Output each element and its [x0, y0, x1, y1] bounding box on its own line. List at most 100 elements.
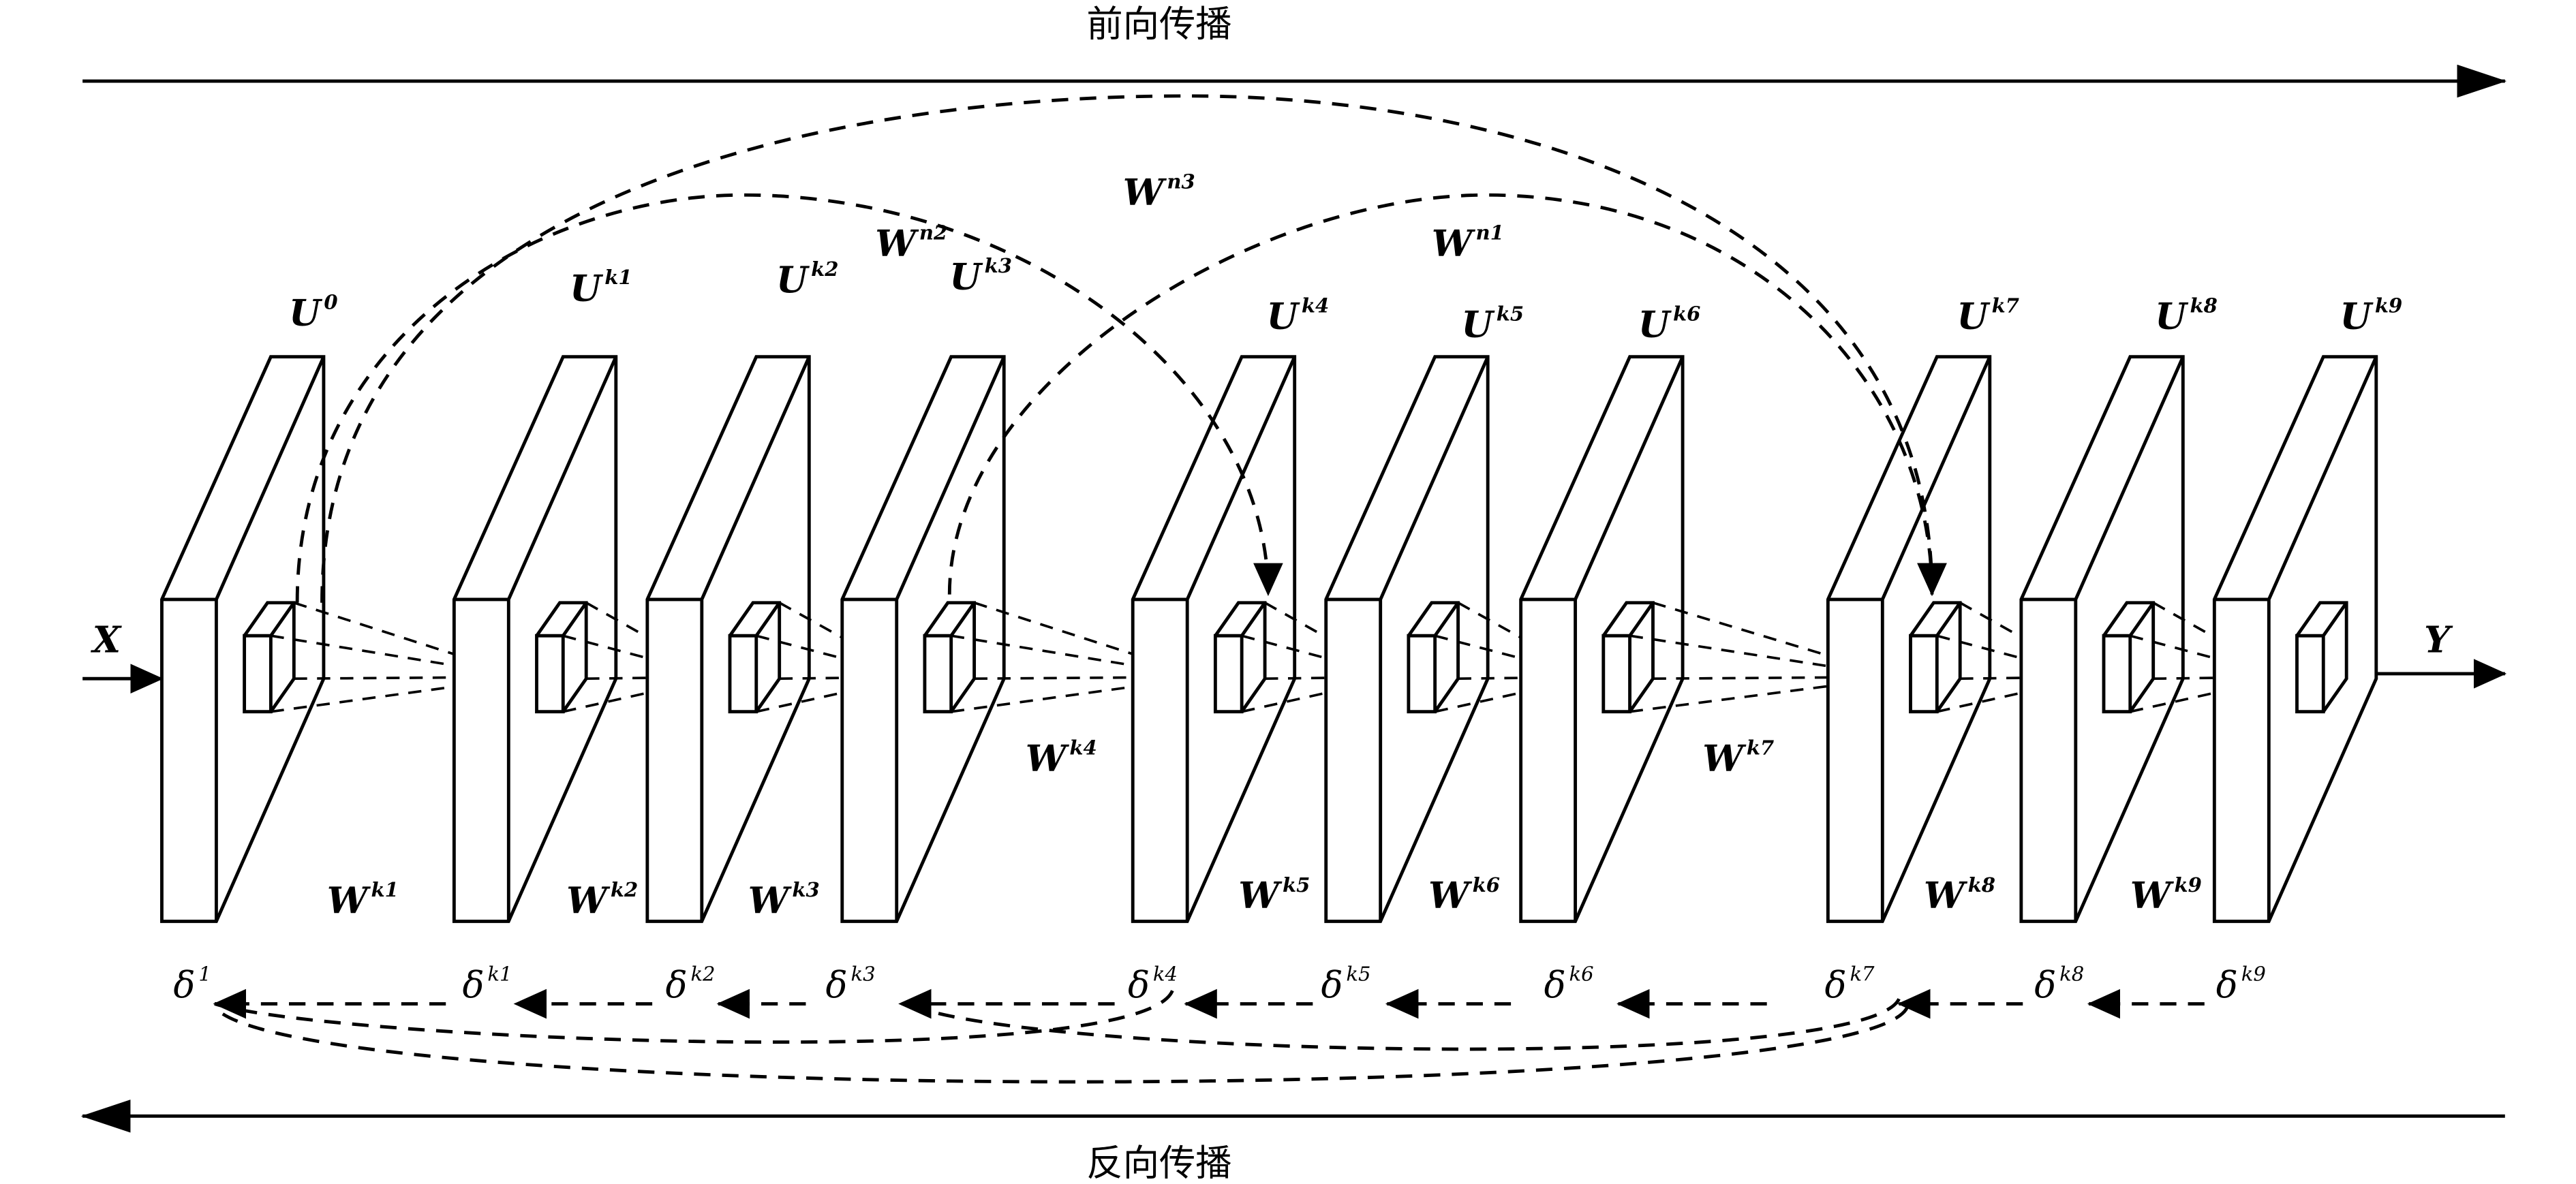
error-delta-label-base: δ: [173, 964, 195, 1006]
kernel-box: [2295, 601, 2348, 714]
layer-label-base: U: [1638, 303, 1672, 346]
feature-map-layer: [1826, 355, 2093, 923]
error-delta-label-base: δ: [666, 964, 688, 1006]
skip-weight-label-base: W: [875, 222, 919, 265]
error-delta-label-sup: 1: [198, 963, 211, 986]
receptive-field-line: [562, 676, 719, 713]
layer-label-sup: k2: [811, 258, 838, 281]
error-delta-label-base: δ: [826, 964, 848, 1006]
feature-map-layer: [1519, 355, 1900, 923]
receptive-field-line: [2130, 676, 2286, 713]
weight-label-base: W: [1702, 737, 1747, 780]
receptive-field-line: [1936, 634, 2093, 679]
layer-label-base: U: [289, 292, 323, 334]
receptive-field-line: [974, 602, 1204, 679]
skip-weight-label-base: W: [1432, 222, 1476, 265]
error-delta-label-sup: k3: [850, 963, 875, 986]
layer-label-base: U: [1267, 295, 1301, 338]
weight-label-base: W: [748, 879, 793, 922]
kernel-box: [728, 601, 782, 714]
back-arc-k7-to-1: [217, 1006, 1909, 1084]
receptive-field-line: [562, 634, 719, 679]
weight-label-sup: k2: [611, 878, 638, 901]
back-arc-k7-to-k3: [907, 998, 1901, 1051]
error-delta-label-sup: k2: [690, 963, 715, 986]
feature-map-layer: [2019, 355, 2286, 923]
back-arc-k4-to-1: [214, 990, 1174, 1044]
error-delta-label-base: δ: [1825, 964, 1847, 1006]
layer-label-sup: k5: [1497, 302, 1524, 325]
skip-weight-label-sup: n3: [1167, 170, 1195, 193]
receptive-field-line: [293, 602, 526, 679]
layer-label-sup: k1: [604, 266, 632, 289]
receptive-field-line: [1241, 634, 1398, 679]
error-delta-label-sup: k1: [487, 963, 512, 986]
error-delta-label-sup: k4: [1153, 963, 1178, 986]
receptive-field-line: [1435, 676, 1593, 713]
output-label: Y: [2424, 618, 2453, 661]
weight-label-base: W: [1924, 874, 1968, 917]
receptive-field-line: [1936, 676, 2093, 713]
error-delta-label-base: δ: [1321, 964, 1343, 1006]
receptive-field-line: [756, 676, 914, 713]
skip-weight-label-base: W: [1123, 171, 1167, 214]
weight-label-base: W: [1026, 737, 1070, 780]
weight-label-sup: k6: [1473, 873, 1500, 897]
weight-label-base: W: [2130, 874, 2175, 917]
receptive-field-line: [1241, 676, 1398, 713]
error-delta-label-sup: k7: [1850, 963, 1875, 986]
feature-map-layer: [645, 355, 914, 923]
error-delta-label-sup: k8: [2059, 963, 2084, 986]
layer-label-sup: 0: [324, 290, 337, 313]
layer-label-base: U: [1461, 303, 1495, 346]
skip-weight-label-sup: n1: [1476, 221, 1504, 245]
skip-weight-label-sup: n2: [919, 221, 947, 245]
weight-label-sup: k1: [371, 878, 398, 901]
feature-map-layer: [452, 355, 719, 923]
error-delta-label-base: δ: [2034, 964, 2056, 1006]
receptive-field-line: [1435, 634, 1593, 679]
layer-label-sup: k8: [2190, 294, 2217, 317]
layer-label-base: U: [1957, 295, 1991, 338]
layer-label-base: U: [949, 255, 983, 298]
weight-label-sup: k7: [1747, 736, 1774, 760]
weight-label-sup: k8: [1968, 873, 1995, 897]
feature-map-layer: [1131, 355, 1398, 923]
layer-label-base: U: [570, 266, 604, 309]
weight-label-base: W: [566, 879, 611, 922]
skip-arc-n2: [295, 193, 1283, 603]
weight-label-base: W: [1238, 874, 1283, 917]
weight-label-base: W: [1428, 874, 1473, 917]
skip-arc-n3: [320, 94, 1947, 603]
error-delta-label-base: δ: [1128, 964, 1150, 1006]
receptive-field-line: [2130, 634, 2286, 679]
forward-title: 前向传播: [1086, 3, 1231, 46]
layer-label-base: U: [2155, 295, 2189, 338]
feature-map-layer: [1324, 355, 1593, 923]
kernel-box: [1909, 601, 1962, 714]
error-delta-label-base: δ: [462, 964, 484, 1006]
feature-map-layer: [2212, 355, 2378, 923]
